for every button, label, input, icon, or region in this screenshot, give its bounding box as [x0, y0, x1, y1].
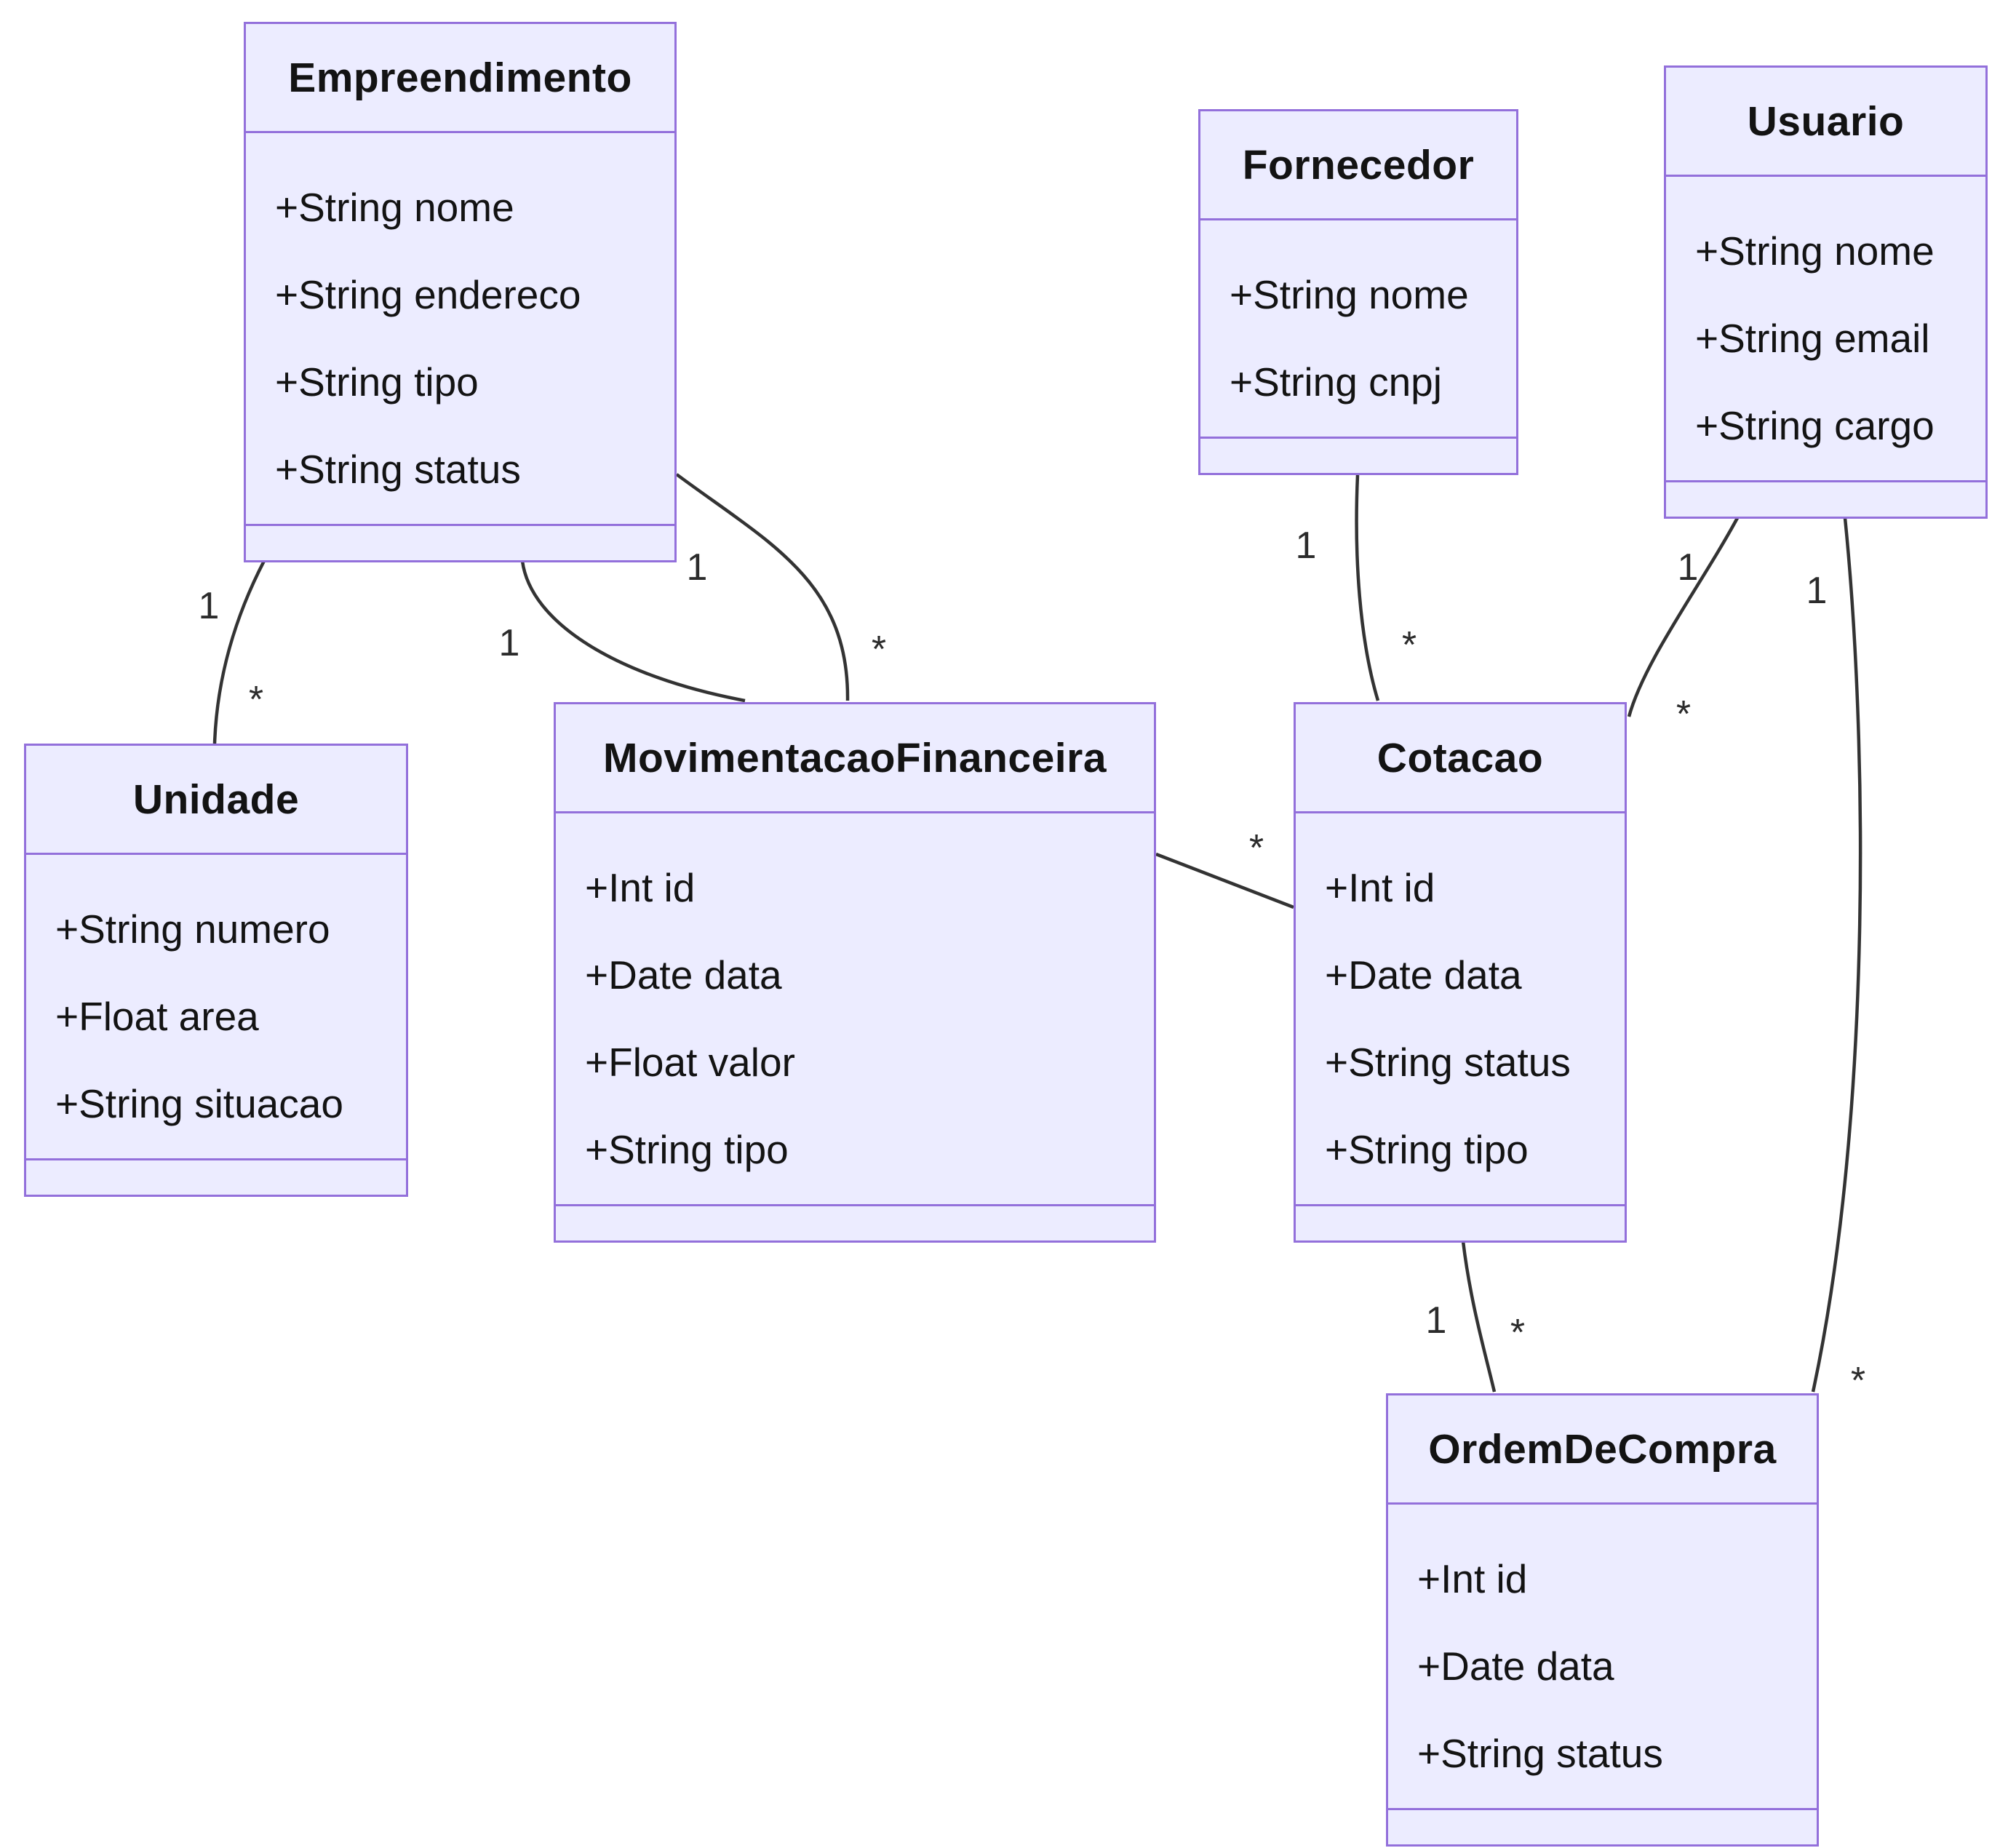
class-attributes-compartment: +String nome +String endereco +String tipo… [246, 133, 674, 524]
class-methods-compartment [1666, 480, 1985, 517]
class-attribute: +Int id [1325, 865, 1435, 910]
class-attribute: +String nome [275, 185, 514, 230]
class-box-ordemdecompra: OrdemDeCompra +Int id +Date data +String st… [1386, 1393, 1819, 1847]
multiplicity-label: * [1248, 827, 1264, 869]
class-box-empreendimento: Empreendimento +String nome +String endere… [244, 22, 677, 562]
class-attribute: +String tipo [1325, 1127, 1529, 1172]
class-attribute: +String tipo [275, 359, 479, 405]
class-methods-compartment [1200, 437, 1516, 473]
relationship-edge-usuario-cotacao [1627, 517, 1739, 717]
multiplicity-label: 1 [1425, 1299, 1447, 1342]
multiplicity-label: 1 [1677, 546, 1699, 589]
relationship-edge-empreendimento-movimentacaofinanceira-a [520, 560, 746, 703]
class-box-unidade: Unidade+String numero+Float area+String … [24, 744, 408, 1197]
class-attributes-compartment: +Int id +Date data +String status [1388, 1505, 1817, 1808]
class-attribute: +String endereco [275, 272, 581, 317]
class-methods-compartment [556, 1204, 1154, 1240]
multiplicity-label: * [871, 629, 887, 671]
class-attribute: +String status [1325, 1040, 1571, 1085]
multiplicity-label: 1 [1806, 570, 1828, 612]
relationship-edge-cotacao-ordemdecompra [1461, 1240, 1497, 1393]
multiplicity-label: * [1850, 1360, 1866, 1402]
class-box-cotacao: Cotacao +Int id +Date data +String status +S… [1294, 702, 1627, 1243]
class-attribute: +String nome [1695, 228, 1935, 274]
multiplicity-label: * [248, 679, 264, 721]
class-attribute: +String cnpj [1230, 359, 1442, 405]
class-name: Empreendimento [246, 24, 674, 133]
relationship-edge-usuario-ordemdecompra [1811, 517, 1862, 1393]
class-attribute: +String cargo [1695, 403, 1935, 448]
class-attributes-compartment: +Int id +Date data +String status +String t… [1296, 813, 1625, 1204]
class-box-movimentacaofinanceira: MovimentacaoFinanceira+Int id+Date data+… [554, 702, 1156, 1243]
class-methods-compartment [246, 524, 674, 560]
class-box-fornecedor: Fornecedor +String nome +String cnpj [1198, 109, 1518, 475]
class-attributes-compartment: +String nome +String email +String cargo [1666, 177, 1985, 480]
class-attributes-compartment: +Int id +Date data +Float valor +String tip… [556, 813, 1154, 1204]
multiplicity-label: 1 [498, 622, 520, 664]
class-methods-compartment [1296, 1204, 1625, 1240]
class-name: Cotacao [1296, 704, 1625, 813]
class-name: OrdemDeCompra [1388, 1395, 1817, 1505]
class-attribute: +String situacao [55, 1081, 343, 1126]
multiplicity-label: 1 [686, 546, 708, 589]
relationship-edge-empreendimento-unidade [212, 559, 266, 744]
multiplicity-label: * [1401, 624, 1417, 666]
relationship-edge-fornecedor-cotacao [1355, 474, 1380, 701]
class-attribute: +Int id [585, 865, 696, 910]
class-name: Fornecedor [1200, 111, 1516, 220]
class-attribute: +Date data [585, 952, 782, 997]
class-attribute: +String status [275, 447, 521, 492]
class-attribute: +String tipo [585, 1127, 789, 1172]
class-box-usuario: Usuario+String nome+String email+String … [1664, 65, 1988, 519]
class-attribute: +String status [1417, 1731, 1663, 1776]
class-attribute: +String numero [55, 907, 330, 952]
class-name: Unidade [26, 746, 406, 855]
class-methods-compartment [1388, 1808, 1817, 1844]
class-name: MovimentacaoFinanceira [556, 704, 1154, 813]
multiplicity-label: 1 [1295, 525, 1317, 567]
relationship-edge-empreendimento-movimentacaofinanceira-b [675, 473, 850, 701]
class-attribute: +Date data [1325, 952, 1522, 997]
class-name: Usuario [1666, 68, 1985, 177]
class-attribute: +String email [1695, 316, 1930, 361]
class-attribute: +Int id [1417, 1556, 1528, 1601]
class-attribute: +Float valor [585, 1040, 795, 1085]
class-attribute: +Date data [1417, 1644, 1614, 1689]
class-attribute: +Float area [55, 994, 259, 1039]
class-attribute: +String nome [1230, 272, 1469, 317]
multiplicity-label: 1 [198, 585, 220, 627]
class-methods-compartment [26, 1158, 406, 1195]
multiplicity-label: * [1510, 1312, 1526, 1354]
class-attributes-compartment: +String nome +String cnpj [1200, 220, 1516, 437]
class-attributes-compartment: +String numero +Float area +String situaca… [26, 855, 406, 1158]
multiplicity-label: * [1676, 693, 1692, 736]
relationship-edge-movimentacaofinanceira-cotacao [1155, 852, 1294, 909]
